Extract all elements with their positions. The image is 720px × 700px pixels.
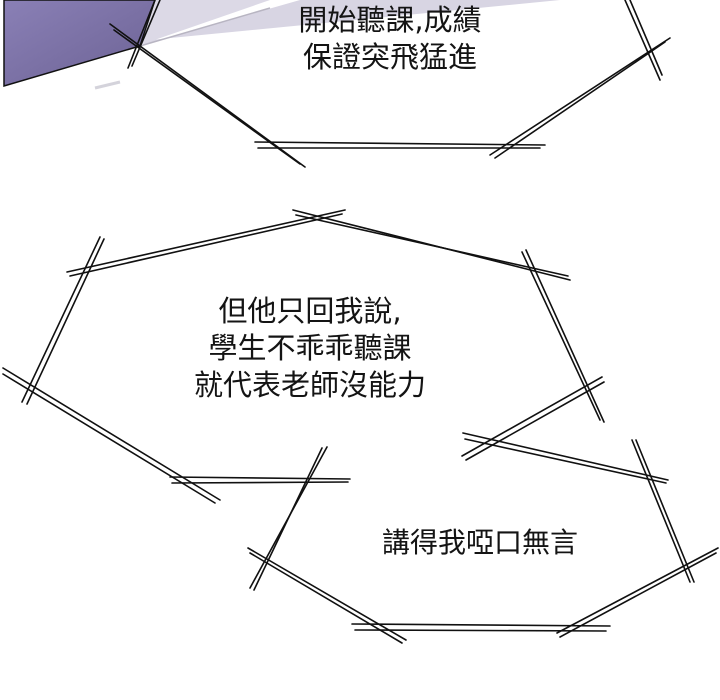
bubble-bottom-outline: [247, 376, 719, 644]
purple-object-shape: [3, 0, 720, 90]
bubble-top-outline: [109, 0, 671, 168]
bubble-top-text: 開始聽課,成績 保證突飛猛進: [298, 3, 482, 74]
bubble-middle-outline: [2, 209, 605, 504]
bubble-bottom-text: 講得我啞口無言: [381, 526, 578, 559]
bubble-middle-text: 但他只回我說, 學生不乖乖聽課 就代表老師沒能力: [193, 294, 426, 402]
